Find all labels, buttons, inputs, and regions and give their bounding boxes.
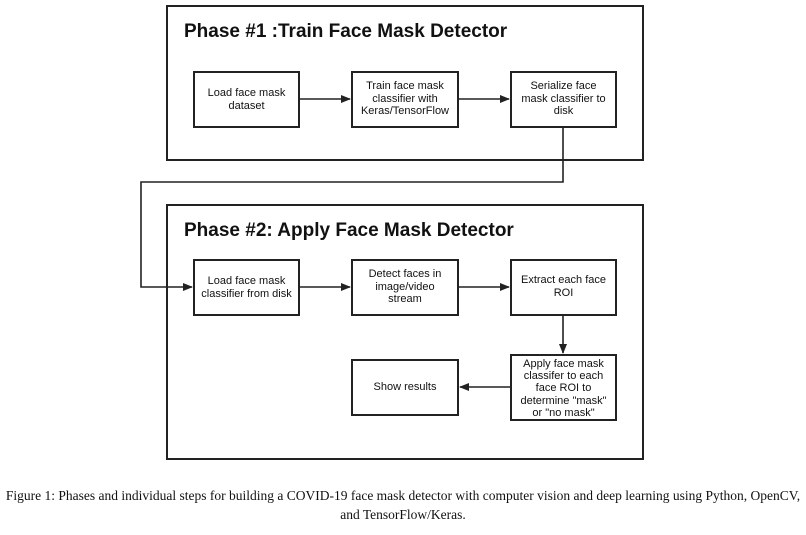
flow-diagram: Phase #1 :Train Face Mask Detector Load … — [140, 5, 644, 460]
connector-layer — [140, 95, 567, 391]
step-show-results-label: Show results — [373, 381, 437, 394]
phase1-title: Phase #1 :Train Face Mask Detector — [184, 21, 508, 42]
step-apply-classifier-label: Apply face mask classifer to each face R… — [520, 358, 607, 419]
step-train-classifier-label: Train face mask classifier with Keras/Te… — [360, 80, 450, 117]
step-load-classifier-label: Load face mask classifier from disk — [201, 275, 292, 300]
step-train-classifier: Train face mask classifier with Keras/Te… — [351, 71, 459, 128]
step-load-dataset-label: Load face mask dataset — [207, 87, 286, 112]
figure-caption: Figure 1: Phases and individual steps fo… — [5, 488, 801, 522]
step-load-classifier: Load face mask classifier from disk — [193, 259, 300, 316]
step-detect-faces: Detect faces in image/video stream — [351, 259, 459, 316]
step-extract-roi-label: Extract each face ROI — [521, 274, 606, 299]
step-extract-roi: Extract each face ROI — [510, 259, 617, 316]
step-detect-faces-label: Detect faces in image/video stream — [368, 268, 442, 305]
step-load-dataset: Load face mask dataset — [193, 71, 300, 128]
step-serialize-classifier: Serialize face mask classifier to disk — [510, 71, 617, 128]
step-show-results: Show results — [351, 359, 459, 416]
step-apply-classifier: Apply face mask classifer to each face R… — [510, 354, 617, 421]
phase2-title: Phase #2: Apply Face Mask Detector — [184, 220, 514, 241]
step-serialize-classifier-label: Serialize face mask classifier to disk — [521, 80, 606, 117]
arrow-phase1-to-phase2 — [140, 128, 564, 291]
